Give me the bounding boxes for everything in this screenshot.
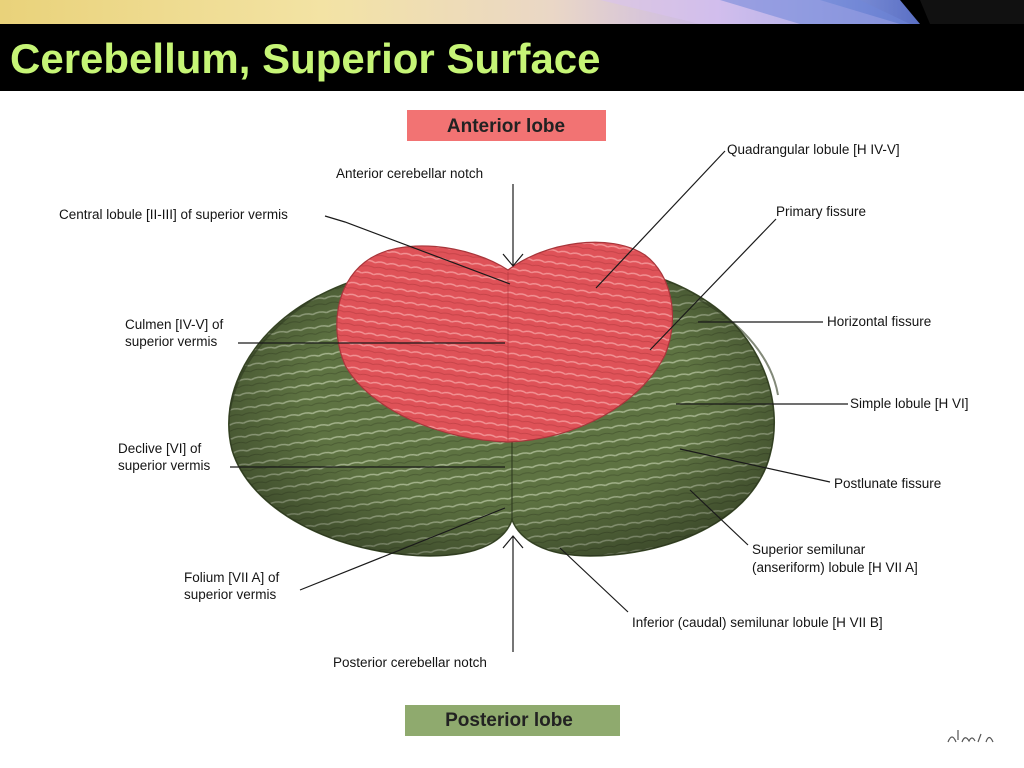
title-bar: Cerebellum, Superior Surface: [0, 0, 1024, 91]
decorative-banner: [0, 0, 1024, 24]
anterior-lobe-label: Anterior lobe: [447, 116, 565, 137]
label-primary-fissure: Primary fissure: [776, 204, 866, 219]
label-folium-line1: Folium [VII A] of: [184, 570, 280, 585]
leader-lines: [230, 150, 848, 652]
label-culmen-line1: Culmen [IV-V] of: [125, 317, 224, 332]
cerebellum-diagram: Anterior lobe Anterior cerebellar no: [59, 110, 994, 743]
slide-title: Cerebellum, Superior Surface: [10, 35, 601, 82]
posterior-lobe-label: Posterior lobe: [445, 710, 573, 731]
label-postlunate-fissure: Postlunate fissure: [834, 476, 941, 491]
label-superior-semilunar-line2: (anseriform) lobule [H VII A]: [752, 560, 918, 575]
posterior-lobe-box: Posterior lobe: [405, 705, 620, 736]
anterior-lobe-tissue: [336, 241, 674, 443]
label-declive-line2: superior vermis: [118, 458, 211, 473]
structure-labels: Anterior cerebellar notch Central lobule…: [59, 142, 969, 670]
label-culmen-line2: superior vermis: [125, 334, 218, 349]
label-anterior-notch: Anterior cerebellar notch: [336, 166, 483, 181]
label-simple-lobule: Simple lobule [H VI]: [850, 396, 969, 411]
label-inferior-semilunar: Inferior (caudal) semilunar lobule [H VI…: [632, 615, 883, 630]
label-quadrangular-lobule: Quadrangular lobule [H IV-V]: [727, 142, 900, 157]
label-declive-line1: Declive [VI] of: [118, 441, 202, 456]
label-superior-semilunar-line1: Superior semilunar: [752, 542, 866, 557]
anterior-lobe-box: Anterior lobe: [407, 110, 606, 141]
label-folium-line2: superior vermis: [184, 587, 277, 602]
label-central-lobule: Central lobule [II-III] of superior verm…: [59, 207, 288, 222]
label-posterior-notch: Posterior cerebellar notch: [333, 655, 487, 670]
corner-mark: [947, 730, 994, 743]
label-horizontal-fissure: Horizontal fissure: [827, 314, 931, 329]
